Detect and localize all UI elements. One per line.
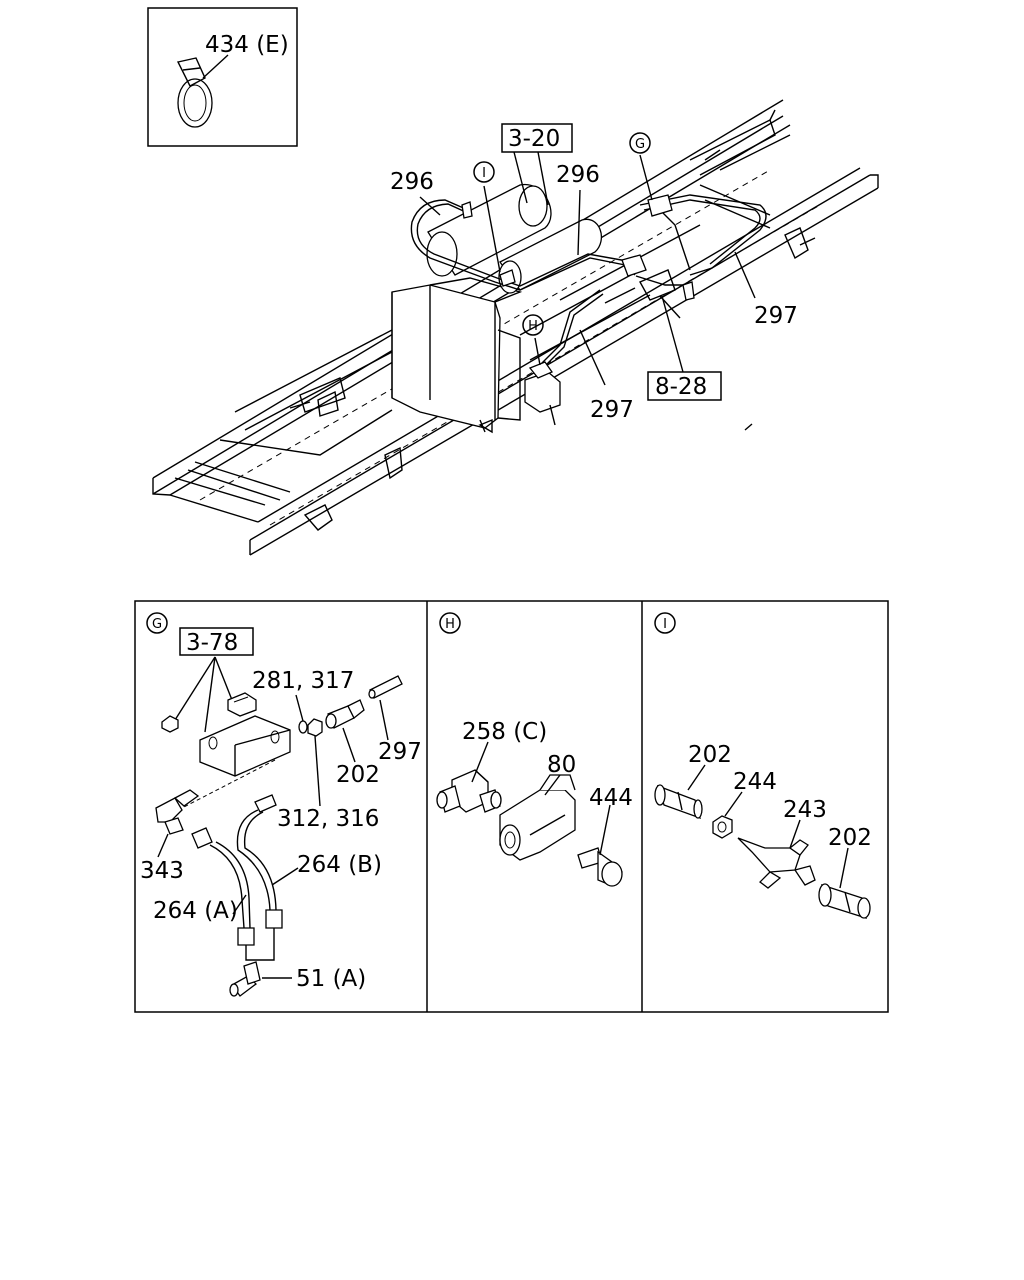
- banjo-bolt-444-icon: [577, 847, 623, 887]
- part-label-296-left: 296: [390, 169, 434, 195]
- tee-243-icon: [737, 837, 816, 889]
- label-312-316: 312, 316: [277, 806, 379, 832]
- panel-i-title: I: [654, 612, 676, 634]
- part-label-297-right: 297: [754, 303, 798, 329]
- panel-i: I 202 244 243 202: [654, 612, 872, 919]
- connector-202-lower-icon: [818, 883, 871, 919]
- washer-icon: [298, 720, 308, 734]
- hose-264a-icon: [191, 827, 255, 946]
- hex-nut-icon: [307, 718, 323, 737]
- brake-pipes-drawing: [410, 194, 767, 379]
- ref-label-8-28: 8-28: [655, 374, 707, 400]
- inset-part-label: 434 (E): [205, 32, 289, 58]
- bracket-icon: [199, 715, 291, 777]
- detail-marker-h: H: [522, 314, 544, 336]
- label-258c: 258 (C): [462, 719, 547, 745]
- label-80: 80: [547, 752, 576, 778]
- hose-264b-icon: [236, 794, 283, 929]
- part-label-296-right: 296: [556, 162, 600, 188]
- connector-202-icon: [325, 699, 365, 729]
- label-297-g: 297: [378, 739, 422, 765]
- svg-text:H: H: [445, 617, 455, 632]
- part-label-297-bottom: 297: [590, 397, 634, 423]
- svg-text:I: I: [482, 166, 486, 181]
- detail-marker-i: I: [473, 161, 495, 183]
- nut-244-icon: [712, 815, 733, 839]
- svg-text:G: G: [635, 137, 645, 152]
- label-281-317: 281, 317: [252, 668, 354, 694]
- elbow-fitting-343-icon: [155, 789, 200, 835]
- pipe-297-icon: [368, 675, 403, 699]
- bolt-icon: [227, 692, 257, 717]
- elbow-258c-icon: [436, 769, 502, 813]
- connector-202-upper-icon: [654, 784, 703, 820]
- label-343: 343: [140, 858, 184, 884]
- svg-text:G: G: [152, 617, 162, 632]
- chassis-frame-drawing: [152, 99, 879, 556]
- panel-h-title: H: [439, 612, 461, 634]
- svg-text:H: H: [528, 319, 538, 334]
- elbow-51a-icon: [229, 961, 261, 997]
- inset-clip-box: 434 (E): [147, 7, 298, 147]
- label-444: 444: [589, 785, 633, 811]
- panel-h: H 258 (C) 80 444: [436, 612, 633, 887]
- ref-box-3-20: [501, 123, 573, 153]
- detail-panels-frame: [134, 600, 889, 1013]
- label-264b: 264 (B): [297, 852, 382, 878]
- detail-marker-g: G: [629, 132, 651, 154]
- main-leader-lines: [419, 151, 756, 386]
- panel-g-title: G: [146, 612, 168, 634]
- label-202-i-upper: 202: [688, 742, 732, 768]
- nut-icon: [161, 715, 179, 733]
- ref-label-3-20: 3-20: [508, 126, 560, 152]
- label-51a: 51 (A): [296, 966, 366, 992]
- label-243: 243: [783, 797, 827, 823]
- clip-band-icon: [176, 57, 213, 128]
- panel-g: G 3-78: [140, 612, 422, 997]
- air-tanks-drawing: [426, 183, 602, 294]
- tee-fitting-80-icon: [499, 774, 576, 861]
- label-264a: 264 (A): [153, 898, 238, 924]
- ref-box-8-28: [647, 371, 722, 401]
- label-202-g: 202: [336, 762, 380, 788]
- svg-text:I: I: [663, 617, 667, 632]
- label-202-i-lower: 202: [828, 825, 872, 851]
- label-244: 244: [733, 769, 777, 795]
- panel-g-ref-box: [179, 627, 254, 656]
- panel-g-ref-label: 3-78: [186, 630, 238, 656]
